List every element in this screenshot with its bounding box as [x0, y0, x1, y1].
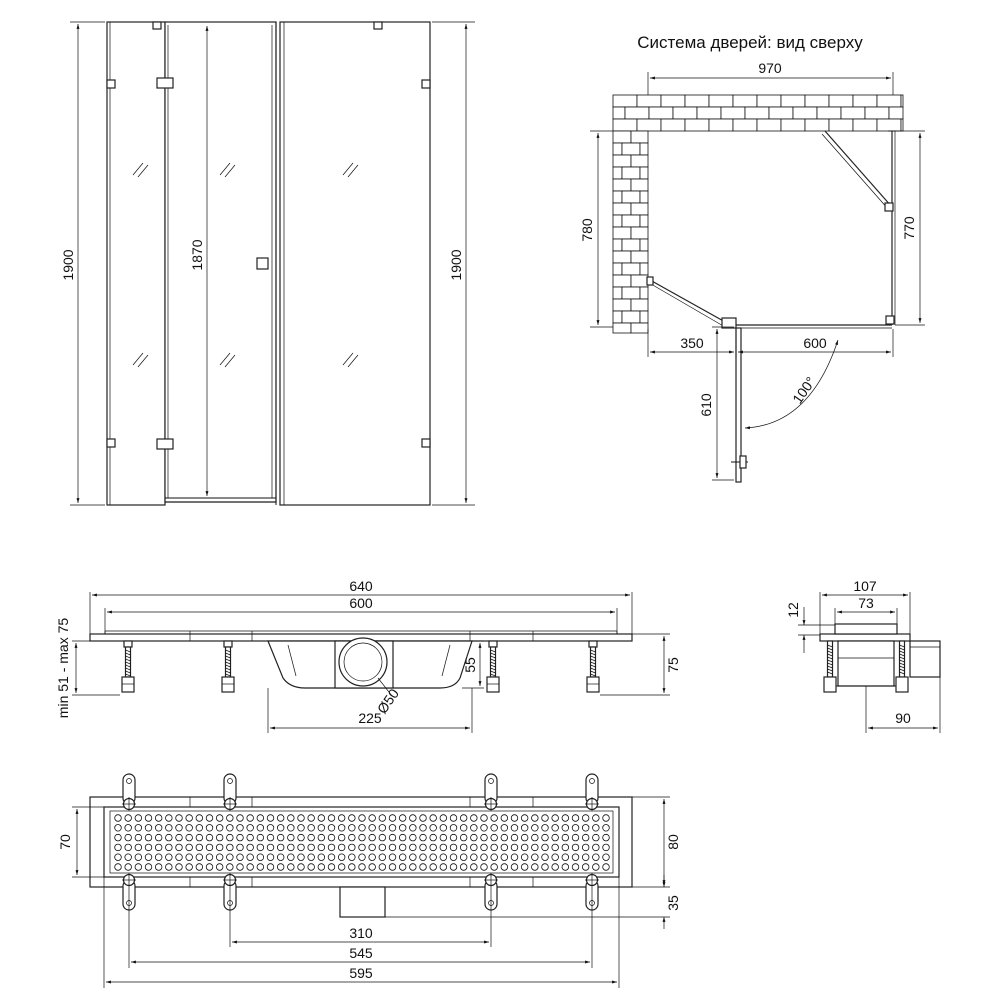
clip-right-top [421, 79, 431, 89]
grate-holes [114, 814, 610, 871]
dim-depth-780: 780 [579, 218, 595, 242]
dim-height-right: 1900 [448, 249, 464, 280]
dim-depth-770: 770 [901, 216, 917, 240]
dim-height-door: 1870 [189, 239, 205, 270]
drain-plan-view: 70 80 35 310 545 595 [57, 773, 681, 988]
hinge-top-left [156, 77, 174, 89]
outlet-pipe [339, 886, 386, 918]
clip-top-b [373, 21, 383, 30]
front-view: 1900 1900 [60, 21, 475, 506]
dim-height-left: 1900 [60, 249, 76, 280]
dim-width-107: 107 [853, 578, 877, 594]
dim-door-600: 600 [803, 335, 827, 351]
clip-left-bottom [106, 438, 116, 448]
front-left-dimension: 1900 [60, 21, 105, 506]
dim-width-73: 73 [858, 595, 874, 611]
door-handle-icon [256, 257, 269, 270]
dim-angle: 100° [789, 374, 819, 407]
dim-height-80: 80 [665, 834, 681, 850]
end-adjustable-legs [823, 640, 909, 693]
dim-legs-310: 310 [349, 925, 373, 941]
dim-depth-55: 55 [462, 657, 478, 673]
clip-left-top [106, 79, 116, 89]
left-fixed-panel [106, 21, 166, 506]
dim-outlet-pos-225: 225 [358, 710, 382, 726]
dim-min-max-legs: min 51 - max 75 [55, 618, 71, 719]
adjustable-legs [121, 640, 600, 693]
dim-grate-600: 600 [349, 595, 373, 611]
dim-height-70: 70 [57, 834, 73, 850]
dim-outlet-35: 35 [665, 895, 681, 911]
right-fixed-panel [279, 21, 431, 506]
top-view: Система дверей: вид сверху 970 780 770 [579, 33, 925, 483]
door-height-dimension: 1870 [189, 26, 209, 496]
clip-right-bottom [421, 438, 431, 448]
dim-overall-595: 595 [349, 965, 373, 981]
brick-wall [612, 94, 904, 334]
glass-reflection-marks [132, 162, 359, 368]
dim-total-640: 640 [349, 578, 373, 594]
dim-door-610: 610 [698, 393, 714, 417]
dim-legs-545: 545 [349, 945, 373, 961]
drain-end-view: 107 73 12 90 [785, 578, 941, 733]
top-view-title: Система дверей: вид сверху [637, 33, 863, 52]
dim-depth-75: 75 [665, 657, 681, 673]
front-right-dimension: 1900 [432, 21, 475, 506]
dim-height-12: 12 [785, 602, 801, 618]
dim-fixed-350: 350 [680, 335, 704, 351]
open-door-panel [735, 327, 742, 483]
dim-outlet-90: 90 [895, 710, 911, 726]
clip-top-a [152, 21, 162, 30]
dim-width-970: 970 [758, 60, 782, 76]
hinge-bottom-left [156, 438, 174, 450]
drain-side-view: 640 600 Ø50 225 55 [55, 578, 681, 733]
